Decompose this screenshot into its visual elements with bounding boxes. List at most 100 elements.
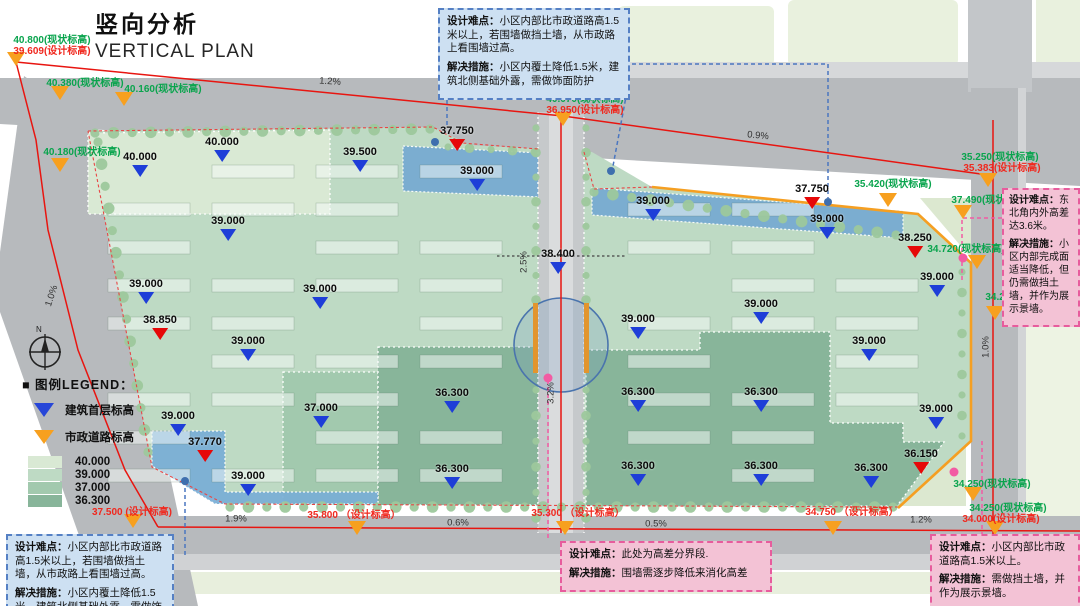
orange-triangle-icon [879,193,897,207]
building-elevation-marker: 37.750 [440,125,474,151]
slope-label: 0.6% [447,517,469,529]
leader-dot-blue [607,167,615,175]
callout-solution: 解决措施：需做挡土墙，并作为展示景墙。 [939,573,1071,600]
zone-elevation-value: 40.000 [75,456,111,468]
orange-triangle-icon [7,52,25,66]
callout-southwest: 设计难点：小区内部比市政道路高1.5米以上，若围墙做挡土墙，从市政路上看围墙过高… [6,534,174,606]
elevation-value: 36.300 [621,386,655,398]
callout-solution: 解决措施：围墙需逐步降低来消化高差 [569,567,763,581]
slope-label: 1.0% [980,336,992,358]
elevation-value: 39.000 [231,335,265,347]
elevation-value: 38.400 [541,248,575,260]
orange-triangle-icon [348,521,366,535]
solution-text: 小区内覆土降低1.5米，建筑北侧基础外露，需做饰面防护 [15,586,162,606]
building-elevation-marker: 39.000 [744,298,778,324]
existing-elevation-label: 40.160(现状标高) [124,84,202,95]
orange-triangle-icon [964,487,982,501]
design-elevation-label: 34.000(设计标高) [962,514,1040,525]
design-elevation-label: 35.383(设计标高) [963,163,1041,174]
problem-text: 小区内部比市政道路高1.5米以上，若围墙做挡土墙，从市政路上看围墙过高。 [15,541,162,581]
compass: N [29,325,61,370]
callout-south-center: 设计难点：此处为高差分界段. 解决措施：围墙需逐步降低来消化高差 [560,541,772,593]
problem-text: 小区内部比市政道路高1.5米以上，若围墙做挡土墙，从市政路上看围墙过高。 [447,15,620,55]
elevation-value: 39.000 [303,283,337,295]
building-elevation-marker: 39.500 [343,146,377,172]
solution-text: 需做挡土墙，并作为展示景墙。 [939,573,1065,599]
elevation-value: 37.750 [795,183,829,195]
callout-northeast: 设计难点：东北角内外高差达3.6米。 解决措施：小区内部完成面适当降低，但仍需做… [1002,188,1080,327]
slope-label: 1.2% [910,514,932,526]
existing-elevation-label: 35.420(现状标高) [854,179,932,190]
callout-solution: 解决措施：小区内部完成面适当降低，但仍需做挡土墙，并作为展示景墙。 [1009,238,1073,316]
zone-color-swatch [28,482,62,494]
orange-triangle-icon [51,86,69,100]
legend-items: 建筑首层标高市政道路标高 [22,402,202,445]
elevation-value: 40.000 [123,151,157,163]
building-elevation-marker: 38.850 [143,314,177,340]
callout-solution: 解决措施：小区内覆土降低1.5米，建筑北侧基础外露，需做饰面防护 [447,61,621,88]
design-elevation-label: 35.800 （设计标高） [307,510,401,521]
existing-elevation-label: 40.380(现状标高) [46,78,124,89]
blue-triangle-icon [861,348,877,361]
solution-label: 解决措施： [569,566,622,579]
elevation-value: 36.300 [744,460,778,472]
title-chinese: 竖向分析 [95,11,199,37]
slope-label: 1.9% [225,513,247,525]
orange-triangle-icon [824,521,842,535]
building-elevation-marker: 36.150 [904,448,938,474]
building-elevation-marker: 36.300 [435,463,469,489]
building-footprints [107,164,919,483]
building-elevation-marker: 36.300 [854,462,888,488]
blue-triangle-icon [444,476,460,489]
red-triangle-icon [449,138,465,151]
blue-triangle-icon [132,164,148,177]
blue-triangle-icon [214,149,230,162]
blue-triangle-icon [550,261,566,274]
legend-title: ■ 图例LEGEND： [22,378,134,392]
building-elevation-marker: 40.000 [205,136,239,162]
slope-label: 0.5% [645,518,667,530]
slope-label: 3.2% [545,382,557,404]
building-elevation-marker: 38.400 [541,248,575,274]
solution-text: 小区内部完成面适当降低，但仍需做挡土墙，并作为展示景墙。 [1009,239,1069,315]
slope-label: 0.9% [746,129,770,143]
blue-triangle-icon [630,399,646,412]
elevation-value: 38.250 [898,232,932,244]
problem-label: 设计难点： [939,541,992,553]
elevation-value: 36.300 [744,386,778,398]
elevation-value: 36.300 [435,387,469,399]
elevation-value: 39.000 [211,215,245,227]
orange-triangle-icon [986,306,1004,320]
zone-36300-east [585,331,946,507]
leader-dot-pink [949,467,959,477]
callout-north: 设计难点：小区内部比市政道路高1.5米以上，若围墙做挡土墙，从市政路上看围墙过高… [438,8,630,101]
north-needle [41,338,49,352]
problem-text: 此处为高差分界段. [621,548,709,560]
existing-elevation-label: 40.800(现状标高) [13,35,91,46]
callout-problem: 设计难点：小区内部比市政道路高1.5米以上，若围墙做挡土墙，从市政路上看围墙过高… [447,15,621,56]
existing-elevation-label: 35.250(现状标高) [961,152,1039,163]
blue-triangle-icon [630,326,646,339]
building-elevation-marker: 37.000 [304,402,338,428]
building-elevation-marker: 39.000 [231,335,265,361]
zone-elevation-value: 39.000 [75,469,111,481]
blue-triangle-icon [313,415,329,428]
problem-label: 设计难点： [1009,195,1059,206]
elevation-value: 40.000 [205,136,239,148]
elevation-value: 37.000 [304,402,338,414]
existing-elevation-label: 40.180(现状标高) [43,147,121,158]
elevation-value: 39.000 [621,313,655,325]
blue-triangle-icon [469,178,485,191]
elevation-value: 39.000 [919,403,953,415]
orange-triangle-icon [51,158,69,172]
blue-triangle-icon [753,399,769,412]
title-english: VERTICAL PLAN [95,41,255,62]
blue-triangle-icon [220,228,236,241]
blue-triangle-icon [170,423,186,436]
blue-triangle-icon [819,226,835,239]
blue-triangle-icon [863,475,879,488]
leader-dot-blue [431,138,439,146]
solution-text: 围墙需逐步降低来消化高差 [621,566,748,579]
elevation-value: 38.850 [143,314,177,326]
design-road-line-south [157,526,1080,532]
